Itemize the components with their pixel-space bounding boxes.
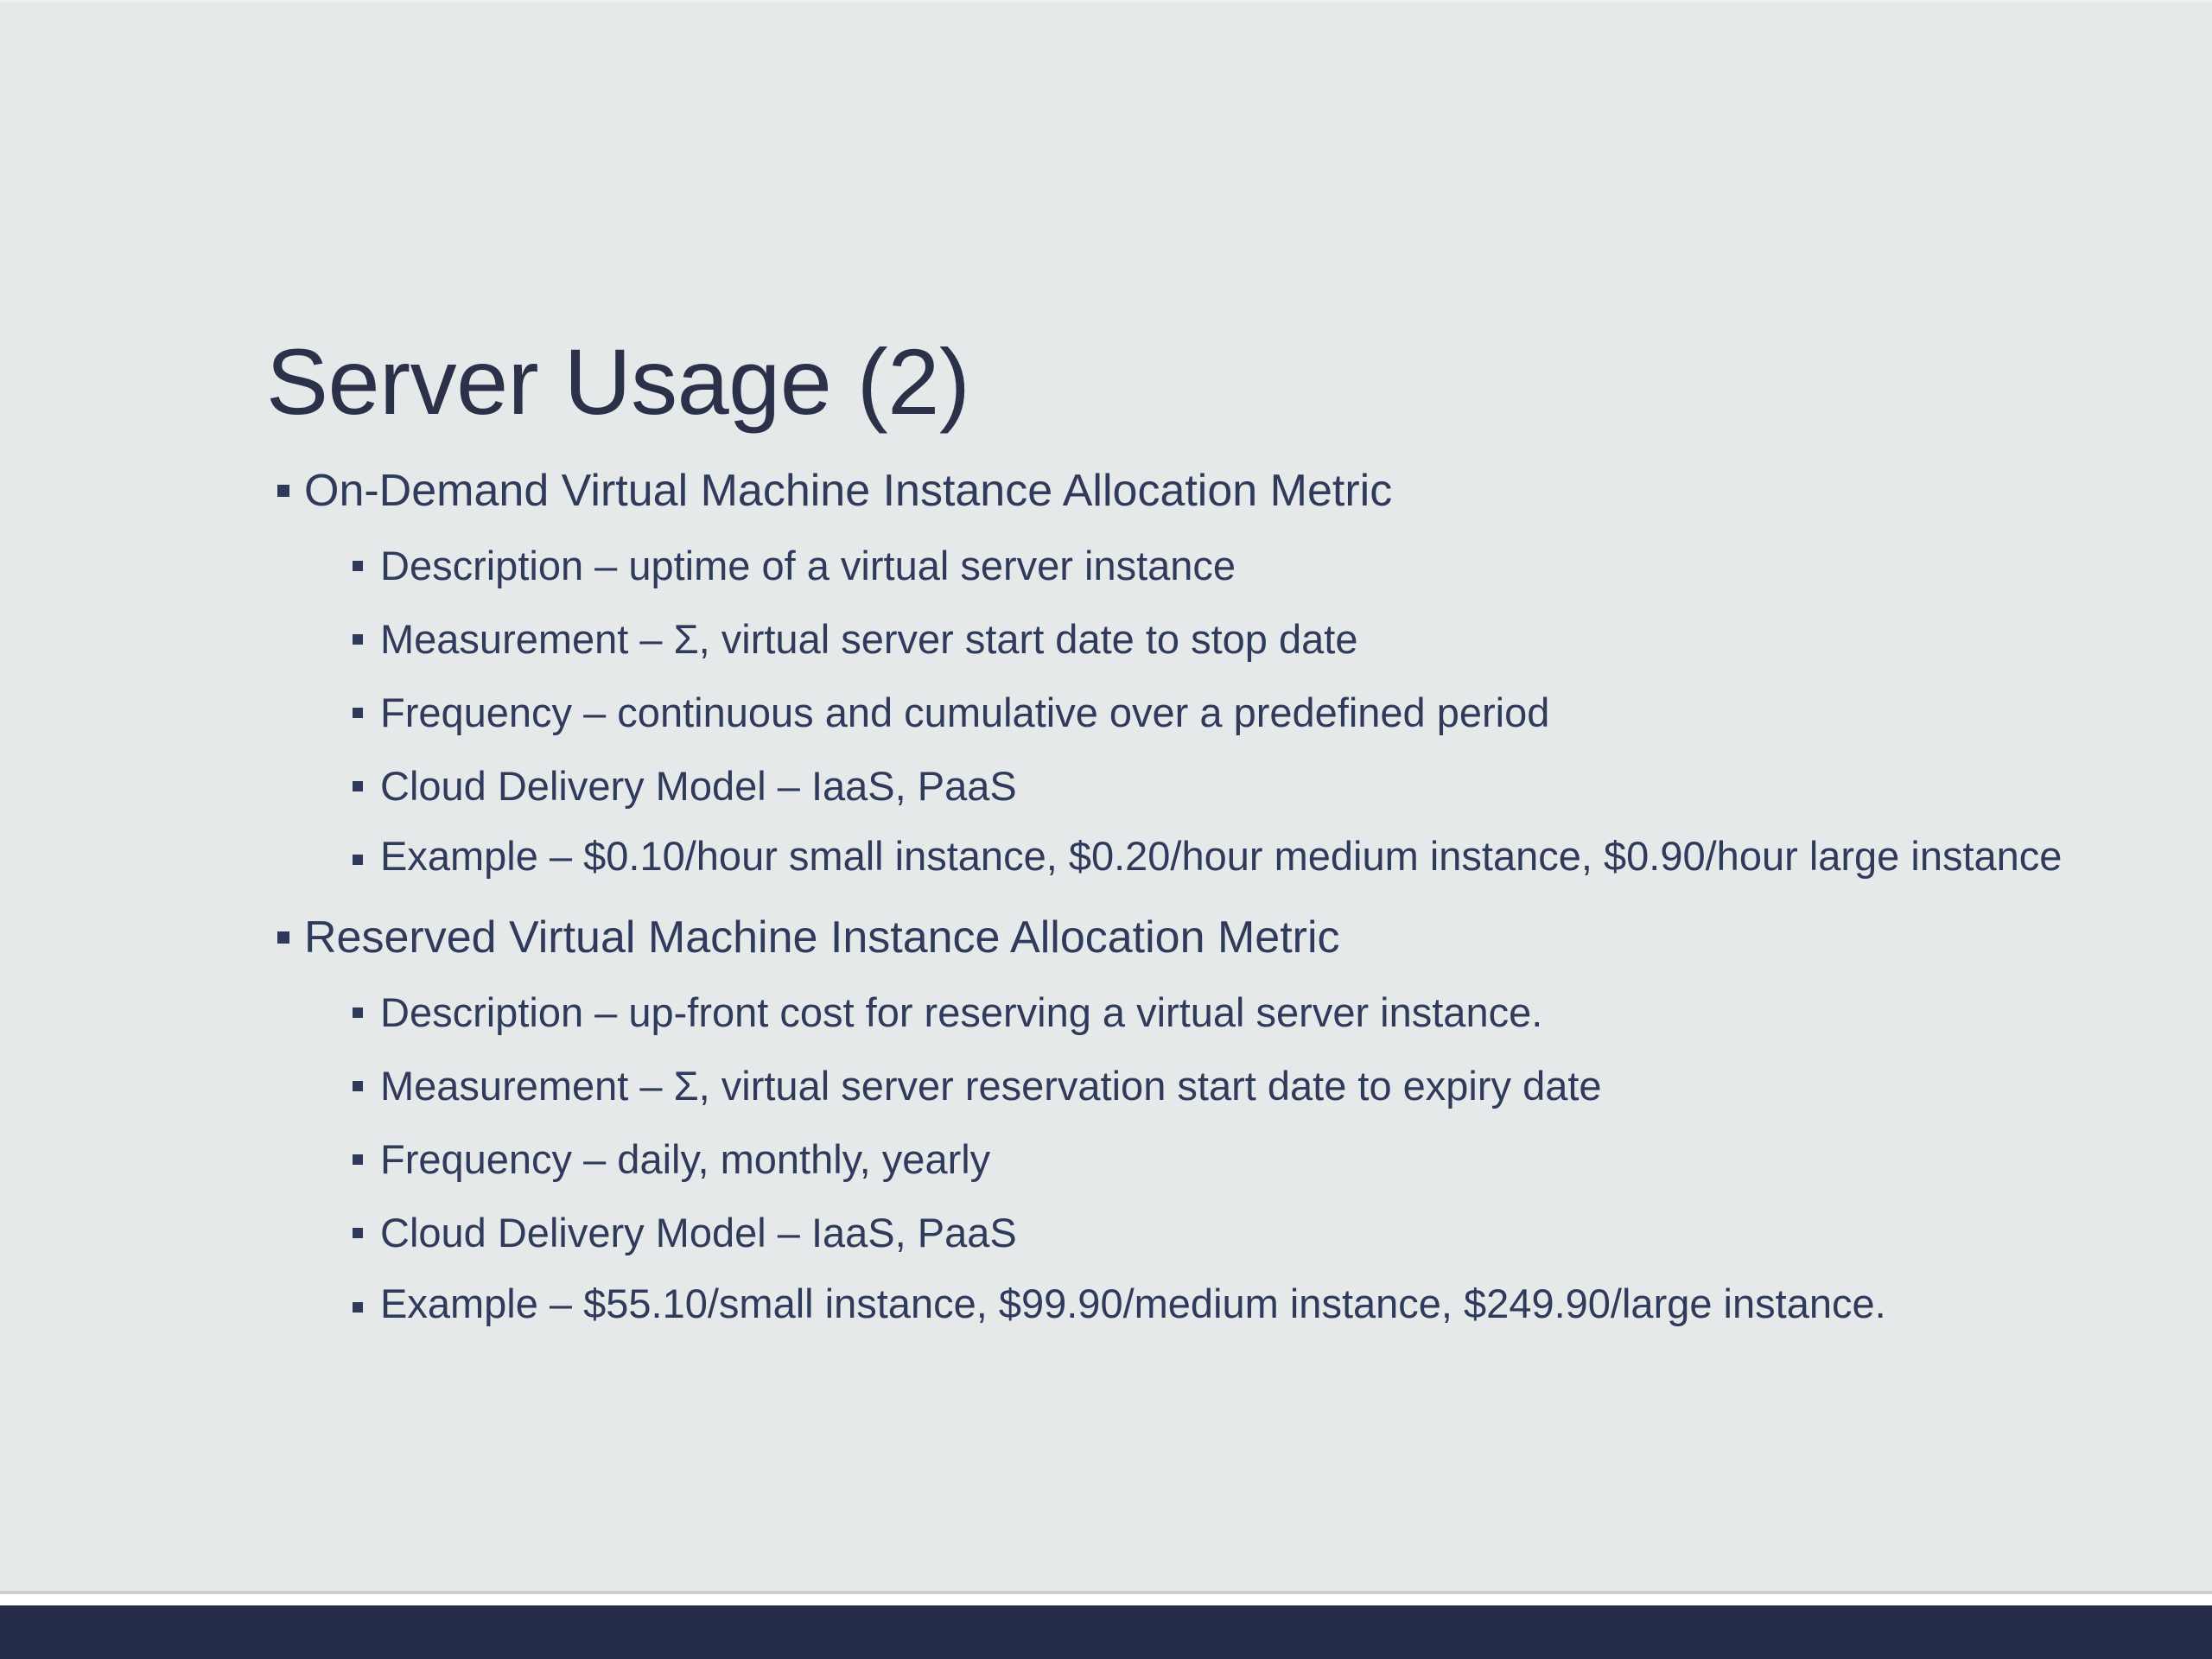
bullet-text: Example – $55.10/small instance, $99.90/… [380, 1280, 1886, 1326]
square-bullet-icon [353, 633, 363, 645]
bullet-text: Frequency – daily, monthly, yearly [380, 1136, 991, 1183]
bullet-item-level2: Frequency – continuous and cumulative ov… [344, 687, 2082, 738]
square-bullet-icon [353, 855, 363, 866]
bullet-item-level2: Example – $0.10/hour small instance, $0.… [344, 834, 2082, 880]
footer-accent-band [0, 1605, 2212, 1659]
bullet-item-level1: On-Demand Virtual Machine Instance Alloc… [268, 462, 2082, 880]
bullet-text: Cloud Delivery Model – IaaS, PaaS [380, 1210, 1017, 1256]
bullet-text: Description – uptime of a virtual server… [380, 542, 1236, 588]
bullet-text: Measurement – Σ, virtual server start da… [380, 615, 1358, 662]
bullet-item-level2: Description – uptime of a virtual server… [344, 540, 2082, 591]
square-bullet-icon [353, 560, 363, 571]
bullet-item-level2: Cloud Delivery Model – IaaS, PaaS [344, 1207, 2082, 1258]
footer-white-strip [0, 1594, 2212, 1605]
level2-list: Description – uptime of a virtual server… [344, 540, 2082, 880]
level2-list: Description – up-front cost for reservin… [344, 987, 2082, 1327]
square-bullet-icon [277, 931, 289, 944]
bullet-item-level2: Cloud Delivery Model – IaaS, PaaS [344, 760, 2082, 811]
square-bullet-icon [353, 1154, 363, 1166]
square-bullet-icon [277, 485, 289, 497]
footer-hairline [0, 1591, 2212, 1594]
bullet-text: Reserved Virtual Machine Instance Alloca… [304, 912, 1340, 963]
square-bullet-icon [353, 1228, 363, 1239]
square-bullet-icon [353, 781, 363, 792]
level1-list: Reserved Virtual Machine Instance Alloca… [268, 909, 2082, 1326]
bullet-text: Cloud Delivery Model – IaaS, PaaS [380, 763, 1017, 810]
bullet-text: Measurement – Σ, virtual server reservat… [380, 1062, 1602, 1109]
bullet-text: Description – up-front cost for reservin… [380, 988, 1543, 1035]
square-bullet-icon [353, 1301, 363, 1313]
slide-title: Server Usage (2) [266, 329, 970, 435]
square-bullet-icon [353, 1007, 363, 1018]
bullet-item-level2: Frequency – daily, monthly, yearly [344, 1134, 2082, 1185]
bullet-item-level2: Example – $55.10/small instance, $99.90/… [344, 1281, 2082, 1327]
bullet-text: Frequency – continuous and cumulative ov… [380, 690, 1550, 736]
level1-list: On-Demand Virtual Machine Instance Alloc… [268, 462, 2082, 880]
bullet-text: Example – $0.10/hour small instance, $0.… [380, 833, 2063, 880]
bullet-item-level2: Measurement – Σ, virtual server reservat… [344, 1060, 2082, 1111]
bullet-text: On-Demand Virtual Machine Instance Alloc… [304, 466, 1393, 516]
slide-top-edge [0, 0, 2212, 3]
bullet-item-level2: Description – up-front cost for reservin… [344, 987, 2082, 1038]
square-bullet-icon [353, 708, 363, 719]
bullet-group-on-demand: On-Demand Virtual Machine Instance Alloc… [268, 462, 2082, 880]
slide-body: On-Demand Virtual Machine Instance Alloc… [268, 462, 2082, 1349]
bullet-group-reserved: Reserved Virtual Machine Instance Alloca… [268, 909, 2082, 1326]
bullet-item-level2: Measurement – Σ, virtual server start da… [344, 613, 2082, 664]
square-bullet-icon [353, 1080, 363, 1091]
bullet-item-level1: Reserved Virtual Machine Instance Alloca… [268, 909, 2082, 1326]
